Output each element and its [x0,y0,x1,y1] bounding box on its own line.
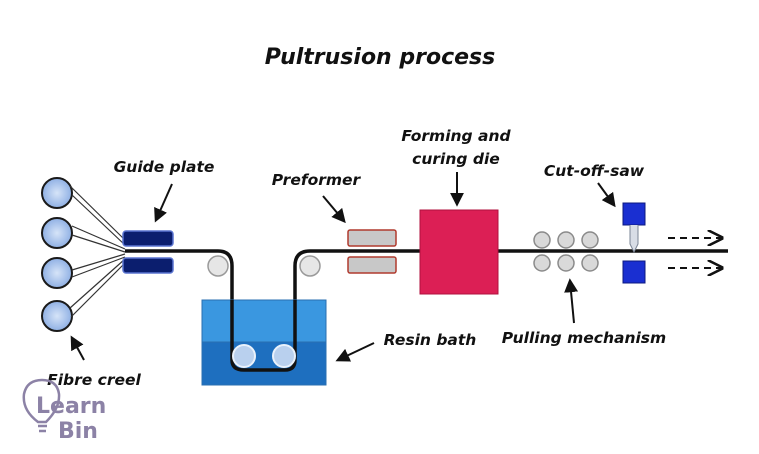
bath-roller-2 [272,344,296,368]
label-pulling-mechanism: Pulling mechanism [502,329,666,347]
guide-roller-right [299,255,321,277]
pointer-pulling-mechanism [564,278,579,324]
label-forming-line2: curing die [412,150,500,168]
logo-text-learn: Learn [36,394,106,419]
page-title: Pultrusion process [265,45,496,70]
forming-curing-die [419,209,499,295]
label-guide-plate: Guide plate [114,158,215,176]
fibre-creel [41,177,73,332]
lightbulb-icon [22,378,61,433]
label-forming-line1: Forming and [401,127,511,145]
creel-roll-4 [41,300,73,332]
creel-roll-3 [41,257,73,289]
pointer-resin-bath [335,342,375,362]
learnbin-logo: Learn Bin [22,378,106,444]
guide-roller-left [207,255,229,277]
pointer-fibre-creel [70,335,85,361]
pointer-preformer [322,195,346,224]
pointer-guide-plate [154,183,173,223]
logo-text-bin: Bin [58,419,98,444]
label-preformer: Preformer [272,171,362,189]
label-cut-off-saw: Cut-off-saw [544,162,645,180]
label-resin-bath: Resin bath [384,331,477,349]
cut-off-saw [622,202,646,284]
resin-bath [201,299,327,386]
creel-roll-1 [41,177,73,209]
pulling-mechanism [533,231,599,272]
creel-roll-2 [41,217,73,249]
guide-plate [122,230,174,274]
preformer [347,229,397,274]
label-fibre-creel: Fibre creel [47,371,141,389]
fibre-strands [69,185,126,318]
bath-roller-1 [232,344,256,368]
pointer-cut-off-saw [597,182,616,208]
